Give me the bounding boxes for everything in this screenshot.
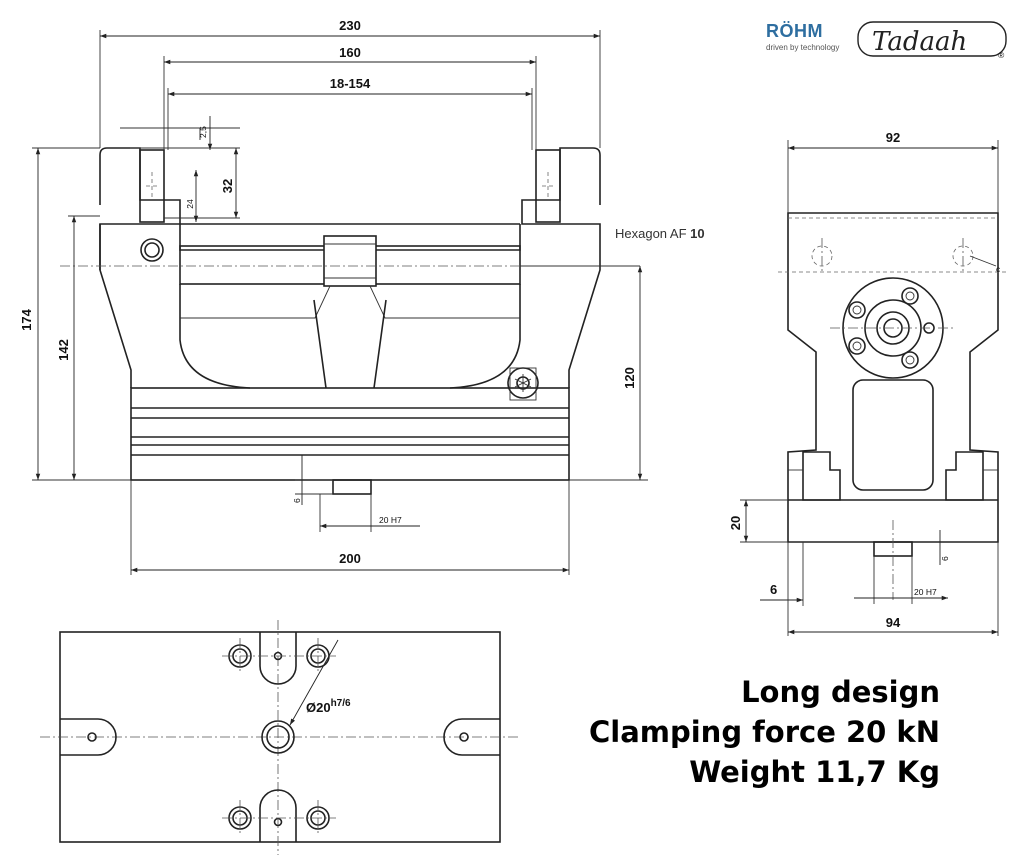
spindle-center-nut (323, 235, 377, 287)
spec-design: Long design (741, 675, 940, 709)
dim-174: 174 (19, 308, 34, 330)
spindle-left (179, 245, 331, 285)
specs-block: Long design Clamping force 20 kN Weight … (589, 672, 940, 792)
dim-2-5: 2,5 (198, 126, 208, 138)
roehm-logo: RÖHM driven by technology (766, 21, 839, 52)
dim-200: 200 (339, 551, 361, 566)
spec-weight: Weight 11,7 Kg (689, 755, 940, 789)
svg-text:Tadaah: Tadaah (872, 27, 967, 57)
front-view: 230 160 18-154 2,5 32 24 174 142 120 (19, 18, 705, 575)
center-bore (261, 720, 295, 754)
detail-c: c (996, 264, 1001, 274)
dim-94: 94 (886, 615, 901, 630)
dim-160: 160 (339, 45, 361, 60)
tadaah-logo: Tadaah ® (857, 21, 1007, 60)
bottom-view: Ø20h7/6 (40, 620, 520, 855)
dim-6: 6 (292, 498, 302, 503)
spec-clamping-force: Clamping force 20 kN (588, 715, 940, 749)
dim-142: 142 (56, 339, 71, 361)
mounting-hole (140, 238, 164, 262)
dim-6-side: 6 (770, 582, 777, 597)
hexagon-label: Hexagon AF 10 (615, 226, 705, 241)
svg-text:®: ® (998, 50, 1005, 60)
dim-120: 120 (622, 367, 637, 389)
side-view: c 92 20 6 6 (728, 130, 1006, 636)
dim-20-h7-side: 20 H7 (914, 587, 937, 597)
dim-20: 20 (728, 516, 743, 530)
left-jaw (139, 149, 165, 223)
svg-text:RÖHM: RÖHM (766, 21, 823, 41)
dim-32: 32 (220, 179, 235, 193)
dim-18-154: 18-154 (330, 76, 371, 91)
dim-92: 92 (886, 130, 900, 145)
dim-24: 24 (185, 199, 195, 209)
bore-label: Ø20h7/6 (306, 698, 351, 715)
spindle-right (369, 245, 521, 285)
dim-6-key: 6 (940, 556, 950, 561)
svg-text:driven by technology: driven by technology (766, 43, 839, 52)
vise-base (130, 387, 570, 481)
dim-230: 230 (339, 18, 361, 33)
dim-20-h7: 20 H7 (379, 515, 402, 525)
right-jaw (535, 149, 561, 223)
